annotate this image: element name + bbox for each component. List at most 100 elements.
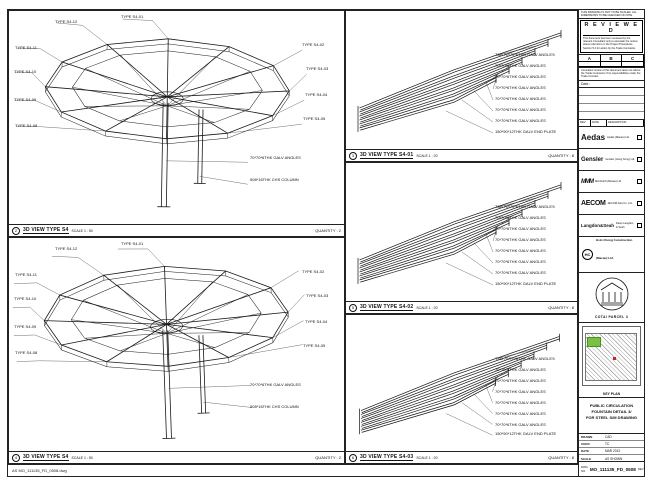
contractor-logo: HC (582, 249, 593, 260)
annotation-label: 508*16THK CHS COLUMN (250, 404, 299, 409)
reviewed-date-label: Date : (579, 81, 644, 88)
view-panel-s4-03: T&B 70*70*6THK GALV ANGLES 70*70*6THK GA… (345, 314, 578, 464)
drawing-number-row: DWG NO. MO_111135_FD_0508 REV A (579, 462, 644, 476)
rev-col-label: REV (579, 120, 591, 126)
view-caption: 2 3D VIEW TYPE S4 SCALE 1 : 50 QUANTITY … (9, 224, 344, 236)
key-plan-highlight (587, 337, 601, 347)
view-quantity: QUANTITY : 8 (548, 153, 574, 158)
view-title: 3D VIEW TYPE S4 (23, 227, 69, 234)
field-checked: CHKD TC (579, 441, 644, 448)
view-caption: 5 3D VIEW TYPE S4-02 SCALE 1 : 20 QUANTI… (346, 301, 577, 313)
langdon-seah-logo: Langdon&Seah (581, 223, 615, 228)
seal-caption: COTAI PARCEL 3 (594, 315, 629, 319)
review-checkbox (637, 223, 642, 228)
consultant-row-aedas: Aedas Aedas (Macau) Ltd. (579, 127, 644, 149)
title-block: THIS DRAWING IS NOT TO BE SCALED. ALL DI… (578, 10, 644, 476)
annotation-label: TYPE S4-10 (14, 296, 37, 301)
annotation-label: 508*16THK CHS COLUMN (250, 177, 299, 182)
gensler-logo: Gensler (581, 156, 604, 163)
status-c-box (622, 62, 644, 67)
annotation-label: 70*70*6THK GALV ANGLES (250, 382, 301, 387)
annotation-label: T&B 70*70*6THK GALV ANGLES (495, 52, 555, 57)
view-scale: SCALE 1 : 20 (416, 455, 438, 460)
date-col-label: DATE (591, 120, 607, 126)
tube-assembly-drawing (359, 333, 561, 436)
view-caption: 4 3D VIEW TYPE S4 SCALE 1 : 50 QUANTITY … (9, 451, 344, 463)
annotation-label: TYPE S4-12 (55, 246, 78, 251)
view-quantity: QUANTITY : 2 (315, 455, 341, 460)
annotation-label: 70*70*6THK GALV ANGLES (495, 389, 546, 394)
field-label: DRAWN (581, 435, 593, 439)
annotation-label: TYPE S4-11 (15, 45, 37, 50)
annotation-label: 70*70*6THK GALV ANGLES (495, 63, 546, 68)
annotation-label: TYPE S4-11 (15, 272, 37, 277)
annotation-label: TYPE S4-04 (305, 319, 328, 324)
detail-bubble: 2 (12, 226, 20, 235)
reviewed-stamp: R E V I E W E D This document has been r… (579, 19, 644, 55)
annotation-label: T&B 70*70*6THK GALV ANGLES (495, 356, 555, 361)
consultant-name: Gensler (Hong Kong) Ltd. (605, 157, 635, 161)
contractor-name: Hsin Chong Construction (Macau) Ltd. (596, 237, 633, 260)
annotation-label: 70*70*6THK GALV ANGLES (495, 411, 546, 416)
leader-lines (445, 45, 537, 134)
annotation-label: 70*70*6THK GALV ANGLES (495, 400, 546, 405)
canopy-structure-drawing (14, 18, 307, 208)
dwg-no-value: MO_111135_FD_0508 (589, 466, 636, 472)
annotation-label: 70*70*6THK GALV ANGLES (495, 422, 546, 427)
annotation-label: 70*70*6THK GALV ANGLES (250, 155, 301, 160)
field-drawn: DRAWN CAD (579, 434, 644, 441)
drawing-title: PUBLIC CIRCULATION FOUNTAIN DETAIL 3/ FO… (579, 398, 644, 434)
annotation-label: TYPE S4-03 (306, 66, 329, 71)
field-value: CAD (605, 435, 612, 439)
reviewed-title: R E V I E W E D (583, 22, 640, 36)
annotation-label: 70*70*6THK GALV ANGLES (495, 378, 546, 383)
annotation-label: TYPE S4-03 (306, 293, 329, 298)
reviewed-note: Consultant review of this document does … (579, 68, 644, 81)
consultant-row-langdon-seah: Langdon&Seah Davis Langdon & Seah (579, 215, 644, 237)
annotation-label: 150*90*12THK GALV END PLATE (495, 129, 557, 134)
annotation-label: 70*70*6THK GALV ANGLES (495, 96, 546, 101)
drawing-title-line: FOR STEEL S/M DRAWING (585, 415, 638, 420)
view-quantity: QUANTITY : 8 (548, 305, 574, 310)
annotation-label: T&B 70*70*6THK GALV ANGLES (495, 204, 555, 209)
consultant-row-meinhardt: MMM Meinhardt (Macau) Ltd. (579, 171, 644, 193)
field-value: AS SHOWN (605, 456, 623, 461)
drawing-title-line: PUBLIC CIRCULATION (589, 403, 634, 408)
annotation-label: 150*90*12THK GALV END PLATE (495, 281, 557, 286)
annotation-label: 70*70*6THK GALV ANGLES (495, 107, 546, 112)
annotation-label: 70*70*6THK GALV ANGLES (495, 215, 546, 220)
key-plan-marker (613, 357, 616, 360)
contractor-block: HC Hsin Chong Construction (Macau) Ltd. … (579, 237, 644, 273)
description-col-label: DESCRIPTION (607, 120, 644, 126)
leader-lines (445, 197, 537, 286)
field-scale: SCALE AS SHOWN (579, 455, 644, 461)
cad-file-note: AS MO_111135_FD_0508.dwg (12, 468, 67, 473)
field-label: CHKD (581, 442, 590, 446)
consultant-name: Davis Langdon & Seah (616, 222, 634, 229)
view-title: 3D VIEW TYPE S4-02 (360, 304, 414, 311)
canopy-structure-drawing (12, 248, 305, 439)
consultant-name: Aedas (Macau) Ltd. (607, 135, 630, 139)
review-checkbox (637, 135, 642, 140)
status-b-box (600, 62, 623, 67)
view-title: 3D VIEW TYPE S4 (23, 454, 69, 461)
annotation-label: 150*90*12THK GALV END PLATE (495, 431, 557, 436)
project-seal-icon (595, 277, 628, 311)
revision-rows (579, 88, 644, 120)
annotation-label: TYPE S4-10 (14, 69, 37, 74)
annotation-label: 70*70*6THK GALV ANGLES (495, 118, 546, 123)
drawing-title-line: FOUNTAIN DETAIL 3/ (591, 409, 632, 414)
annotation-label: TYPE S4-01 (121, 14, 144, 19)
key-plan: KEY PLAN (579, 323, 644, 398)
aecom-logo: AECOM (581, 200, 606, 207)
dwg-no-label: DWG NO. (581, 465, 588, 473)
annotation-label: TYPE S4-05 (303, 343, 326, 348)
annotation-label: TYPE S4-05 (303, 116, 326, 121)
tube-assembly-drawing (357, 182, 562, 286)
meinhardt-logo: MMM (581, 178, 594, 185)
view-panel-s4-01: T&B 70*70*6THK GALV ANGLES 70*70*6THK GA… (345, 10, 578, 162)
consultant-name: Meinhardt (Macau) Ltd. (595, 179, 622, 183)
annotation-label: 70*70*6THK GALV ANGLES (495, 367, 546, 372)
annotation-label: TYPE S4-09 (14, 97, 37, 102)
view-caption: 6 3D VIEW TYPE S4-03 SCALE 1 : 20 QUANTI… (346, 451, 577, 463)
